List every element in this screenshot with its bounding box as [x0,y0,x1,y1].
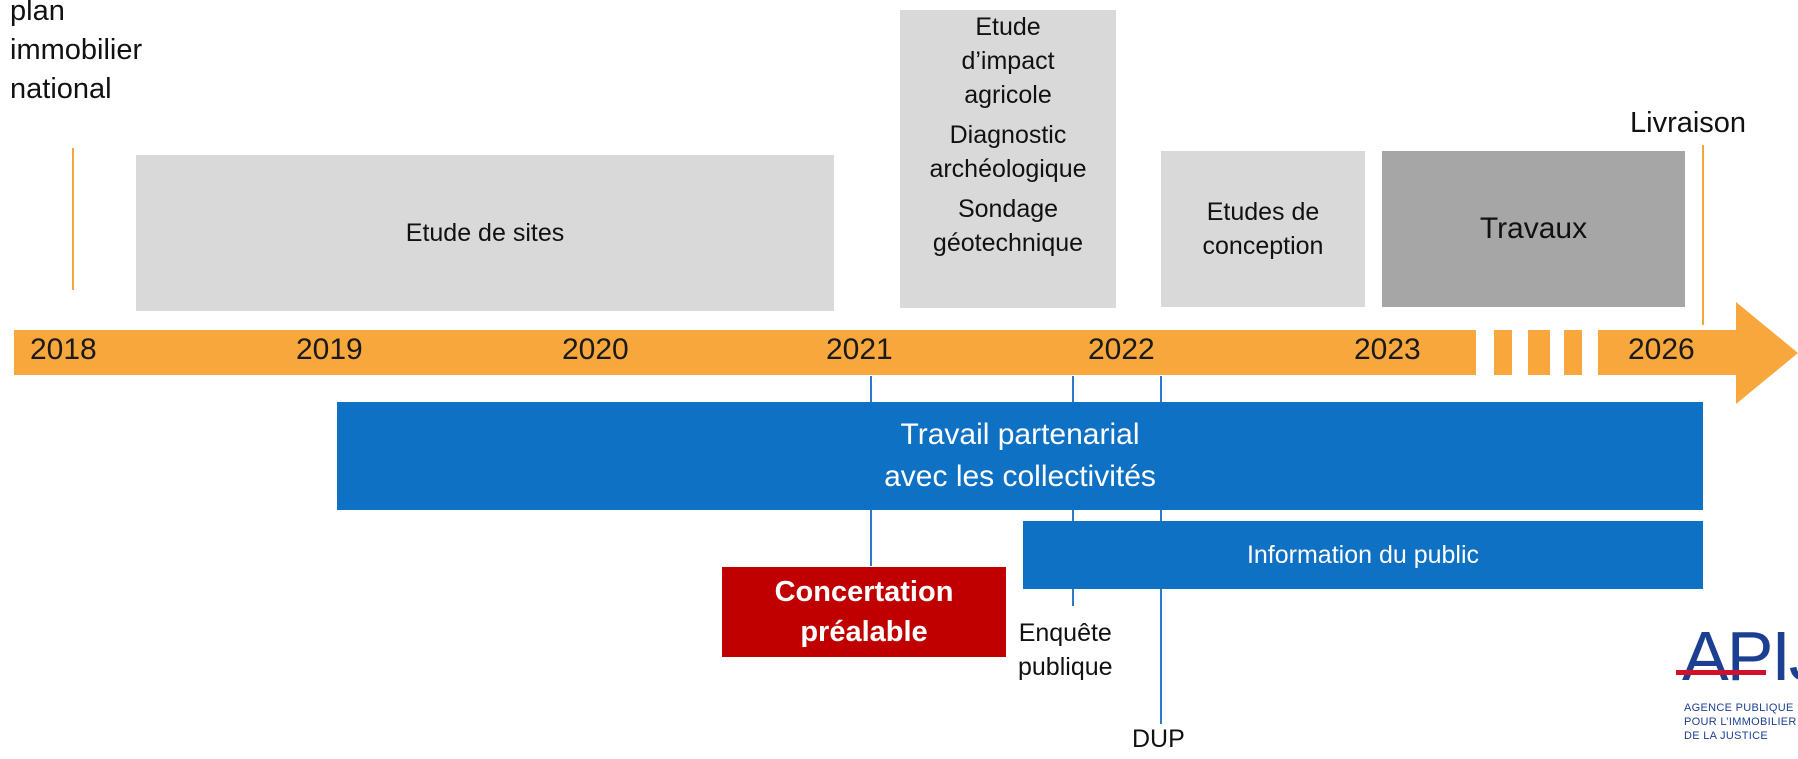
plan-immobilier-label: plan immobilier national [10,0,143,105]
year-2023: 2023 [1354,333,1421,366]
timeline-bar-main [14,330,1476,375]
timeline-dash-2 [1528,330,1550,375]
phase-etudes-terrain-text: Etude d’impact agricole Diagnostic arché… [900,10,1116,310]
year-2018: 2018 [30,333,97,366]
diagnostic-archeologique: Diagnostic archéologique [929,121,1087,183]
timeline-arrow-head [1736,302,1798,404]
phase-etudes-terrain [900,10,1116,308]
year-2020: 2020 [562,333,629,366]
sondage-geotechnique: Sondage géotechnique [932,195,1084,257]
timeline-dash-3 [1564,330,1582,375]
year-2026: 2026 [1628,333,1695,366]
timeline-bar-end [1598,330,1738,375]
livraison-label: Livraison [1630,107,1747,139]
timeline-dash-1 [1494,330,1512,375]
apij-logo-red-stroke [1676,670,1766,675]
apij-logo-line2: POUR L’IMMOBILIER [1684,716,1797,728]
phase-travaux: Travaux [1382,151,1685,307]
apij-logo: APIJ AGENCE PUBLIQUE POUR L’IMMOBILIER D… [1676,618,1798,759]
dup-label: DUP [1132,725,1185,753]
marker-2018-line [72,148,74,290]
year-2022: 2022 [1088,333,1155,366]
year-2019: 2019 [296,333,363,366]
livraison-line [1702,145,1704,325]
apij-logo-line1: AGENCE PUBLIQUE [1684,702,1794,714]
etude-impact-agricole: Etude d’impact agricole [961,13,1055,109]
apij-logo-word: APIJ [1682,618,1798,695]
apij-logo-line3: DE LA JUSTICE [1684,730,1768,742]
bar-information-public: Information du public [1023,521,1703,589]
phase-etude-de-sites: Etude de sites [136,155,834,311]
year-2021: 2021 [826,333,893,366]
enquete-publique-label: Enquête publique [1018,619,1113,681]
